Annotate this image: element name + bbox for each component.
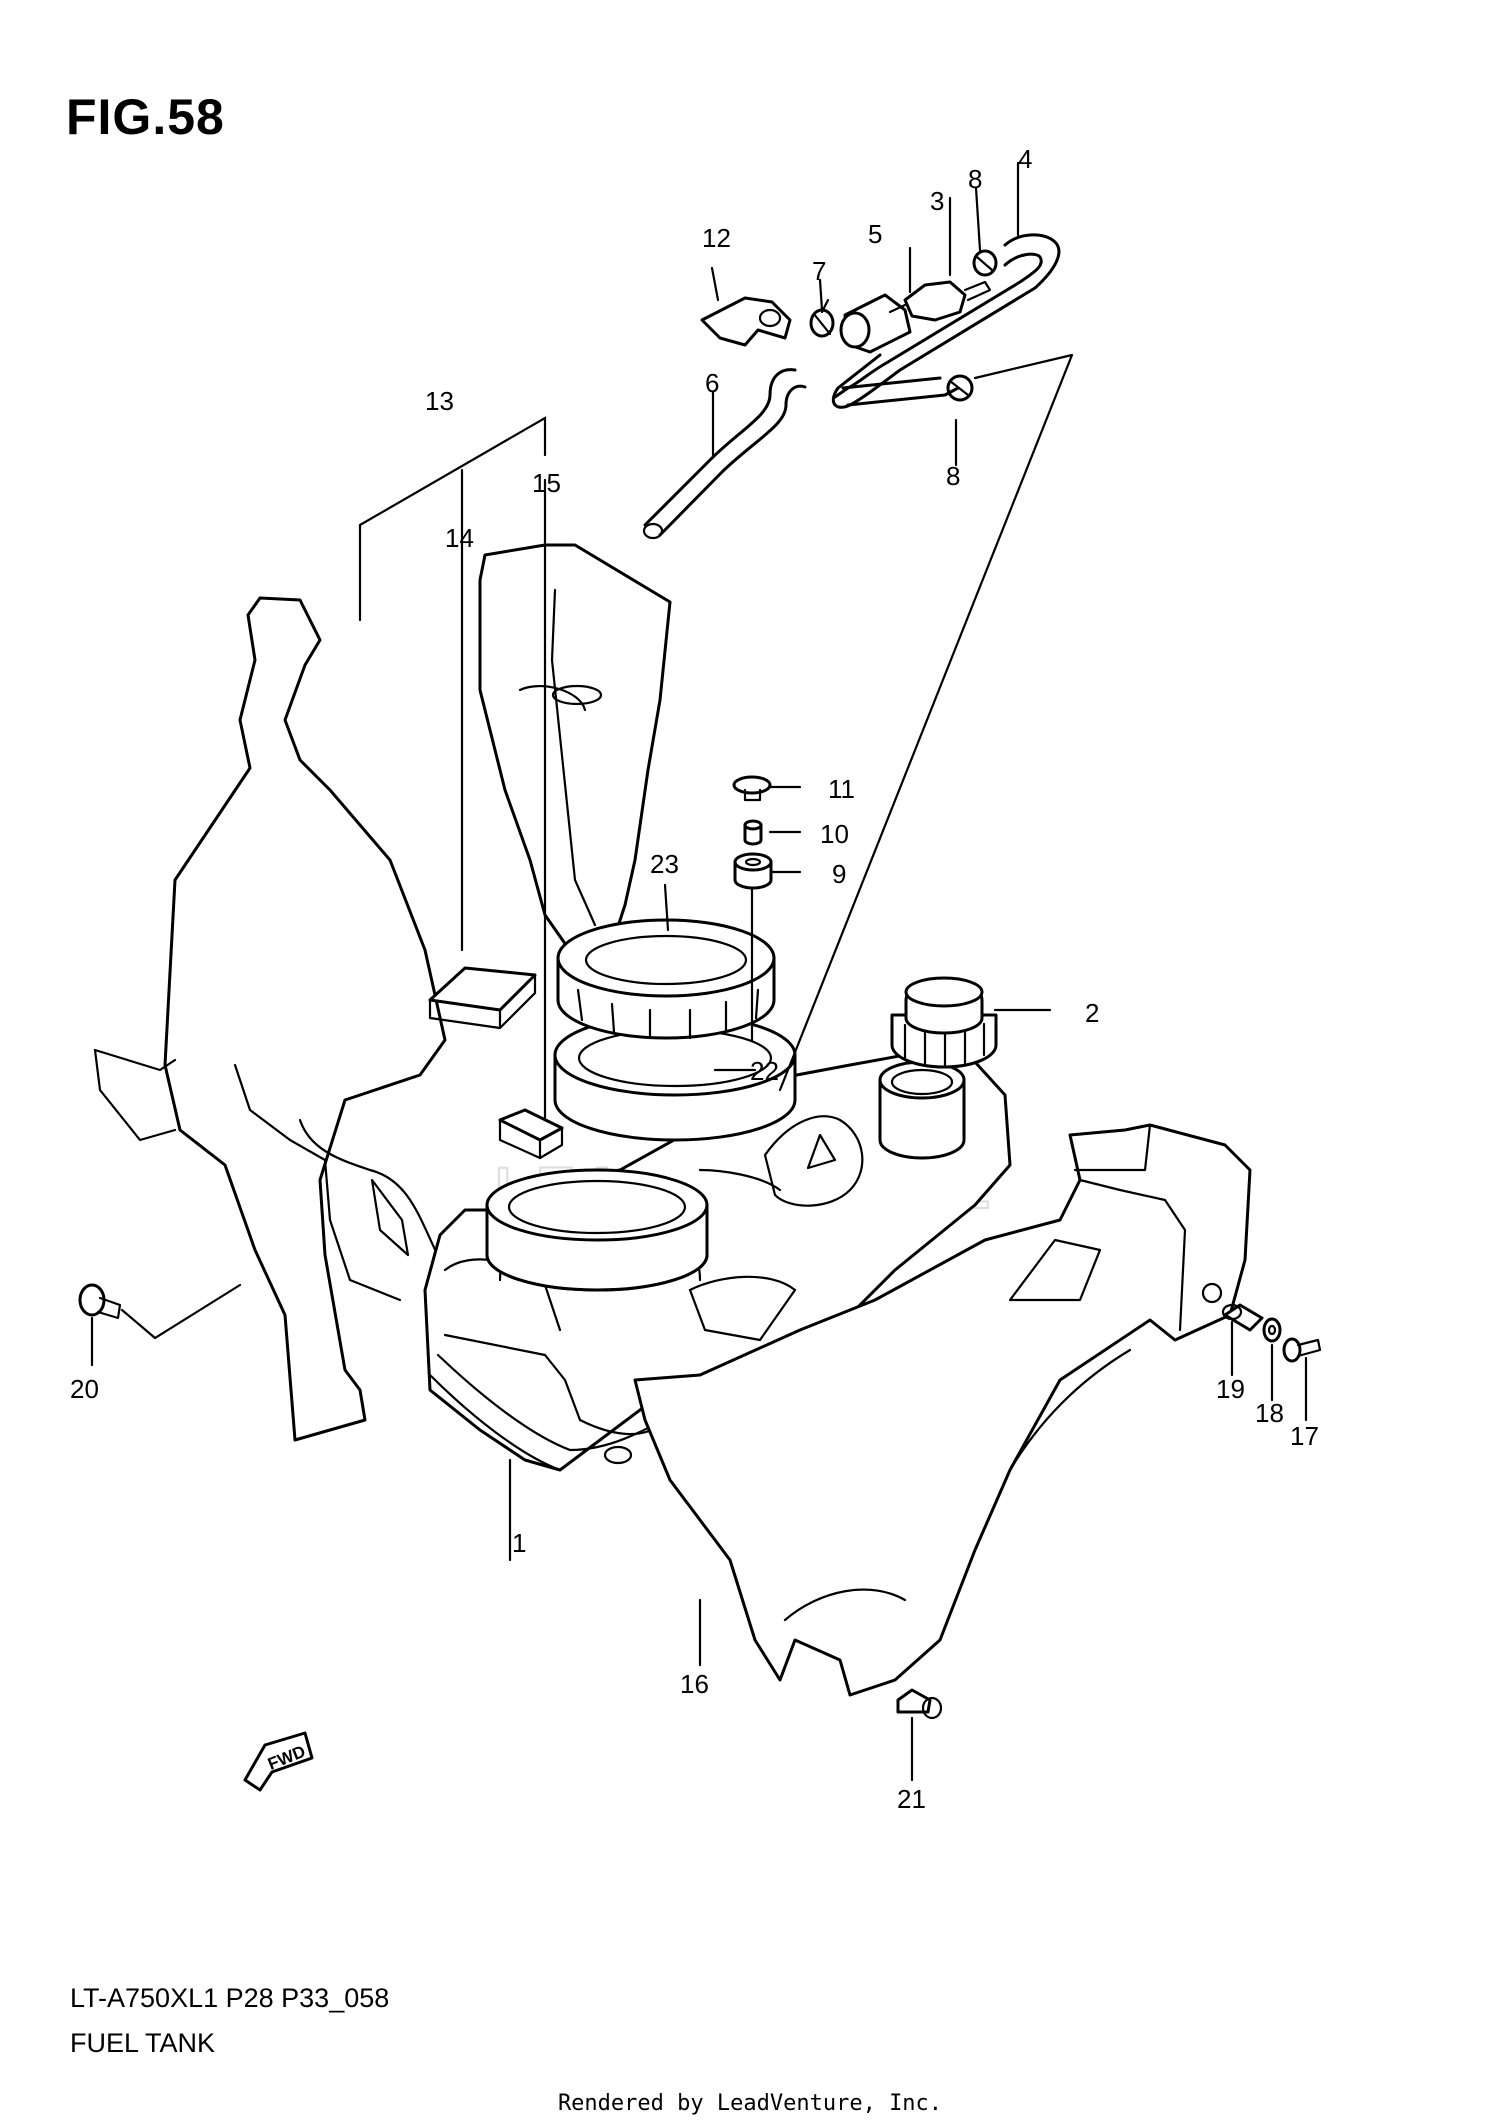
leader-lines [90,161,1308,1782]
part-10-collar [743,819,763,846]
part-23-lock-ring [556,918,776,1040]
tank-filler-neck [485,1168,709,1292]
part-8-clip-upper [972,249,998,277]
callout-8-lower: 8 [946,461,960,491]
callout-6: 6 [705,368,719,398]
callout-15: 15 [532,468,561,498]
callout-9: 9 [832,859,846,889]
footer-credit: Rendered by LeadVenture, Inc. [557,2091,943,2116]
callout-13: 13 [425,386,454,416]
callout-19: 19 [1216,1374,1245,1404]
part-21-push-clip [896,1688,943,1720]
part-13-left-panel [93,596,447,1442]
part-4-breather-hose [831,233,1061,409]
part-8-clip-lower [946,374,974,402]
callout-7: 7 [812,256,826,286]
callout-18: 18 [1255,1398,1284,1428]
figure-title: FIG.58 [66,89,225,145]
callout-20: 20 [70,1374,99,1404]
callout-12: 12 [702,223,731,253]
part-20-bolt [78,1283,122,1320]
part-15-cushion [498,1108,564,1160]
callout-4: 4 [1018,144,1032,174]
section-name: FUEL TANK [70,2028,216,2058]
fwd-arrow-icon: FWD [243,1731,314,1792]
callout-labels: 1 2 3 4 5 6 7 8 8 9 10 11 12 13 14 15 16… [70,144,1319,1814]
callout-11: 11 [828,774,855,804]
callout-17: 17 [1290,1421,1319,1451]
tank-cap-neck [878,1060,966,1160]
part-7-hose-clip [809,308,835,338]
part-3-check-valve [888,280,992,322]
part-6-fuel-hose [642,368,807,540]
part-2-fuel-cap [890,976,998,1069]
part-15-rear-panel [478,543,672,967]
callout-10: 10 [820,819,849,849]
callout-8-upper: 8 [968,164,982,194]
part-5-valve [839,293,912,354]
callout-3: 3 [930,186,944,216]
part-17-screw [1282,1337,1322,1363]
part-18-washer [1262,1317,1282,1343]
part-16-right-cover [633,1123,1252,1697]
model-code: LT-A750XL1 P28 P33_058 [70,1983,390,2013]
callout-1: 1 [512,1528,526,1558]
part-19-collar [1221,1303,1264,1332]
part-11-bolt [732,775,772,802]
callout-23: 23 [650,849,679,879]
callout-14: 14 [445,523,474,553]
callout-22: 22 [750,1056,779,1086]
callout-2: 2 [1085,998,1099,1028]
callout-16: 16 [680,1669,709,1699]
part-9-grommet [733,852,773,890]
callout-21: 21 [897,1784,926,1814]
part-12-clamp [700,296,792,347]
callout-5: 5 [868,219,882,249]
part-14-label-pad [428,966,537,1030]
